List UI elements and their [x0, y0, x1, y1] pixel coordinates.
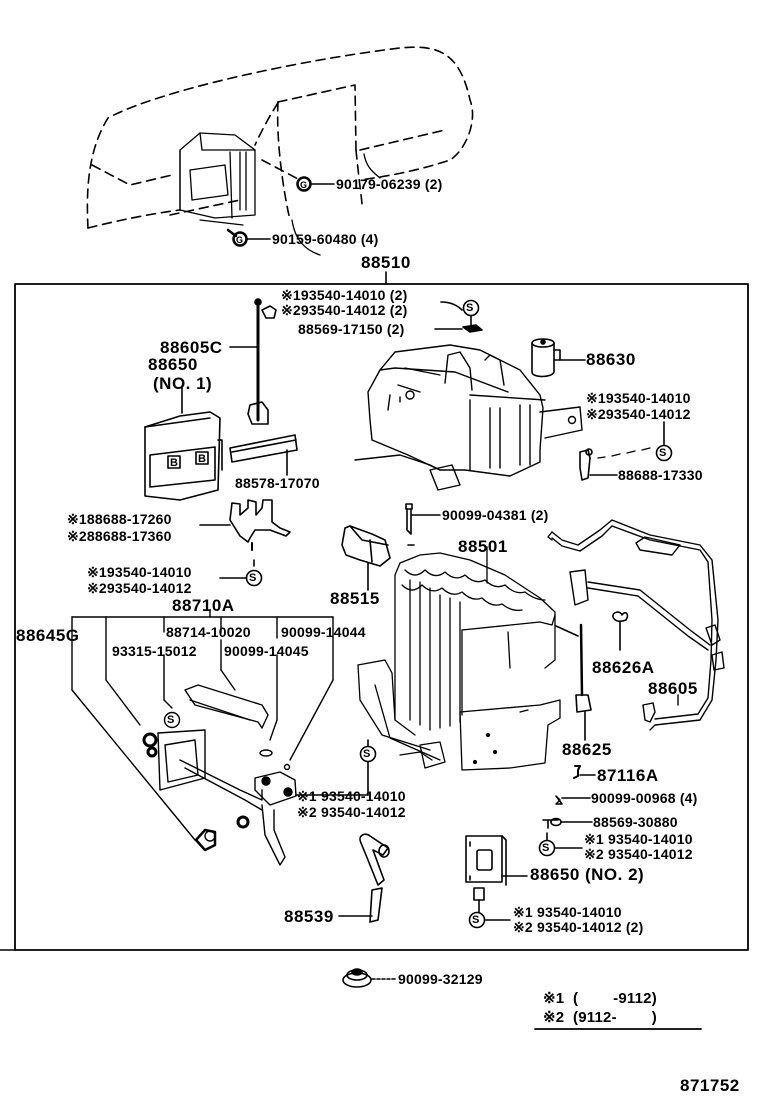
bolt-90099-04381-art [405, 503, 441, 546]
label-clip-center-1[interactable]: ※1 93540-14010 [297, 788, 406, 804]
label-clip-bottom-2[interactable]: ※2 93540-14012 (2) [513, 919, 644, 935]
label-clip-left-1[interactable]: ※193540-14010 [87, 564, 192, 580]
s-mark-icon: S [659, 447, 667, 459]
label-harness-88605c[interactable]: 88605C [160, 338, 223, 357]
label-clip-88569-30880[interactable]: 88569-30880 [593, 814, 678, 830]
bracket-88688-left-art [199, 499, 291, 587]
label-clip-center-2[interactable]: ※2 93540-14012 [297, 804, 406, 820]
label-clip-top-2[interactable]: ※293540-14012 (2) [281, 302, 408, 318]
label-grommet-90099-32129[interactable]: 90099-32129 [398, 971, 483, 987]
legend-row-1: ※1 ( -9112) [543, 990, 657, 1007]
label-harness-88605[interactable]: 88605 [648, 679, 698, 698]
s-mark-icon: S [466, 302, 474, 314]
svg-text:B: B [198, 453, 206, 465]
s-mark-icon: S [472, 914, 480, 926]
svg-text:G: G [300, 180, 307, 190]
expansion-valve-pipe-art [71, 669, 334, 866]
label-clip-lower-right-1[interactable]: ※1 93540-14010 [584, 831, 693, 847]
evaporator-88501-art [357, 546, 561, 771]
label-kit-item-90099-14044[interactable]: 90099-14044 [281, 624, 366, 640]
label-thermistor-88515[interactable]: 88515 [330, 589, 380, 608]
nut-90099-00968-art [555, 795, 591, 805]
nut-90179-symbol: G [296, 176, 335, 192]
label-drain-hose-88539[interactable]: 88539 [284, 907, 334, 926]
label-kit-88710a[interactable]: 88710A [172, 596, 235, 615]
s-mark-icon: S [167, 714, 175, 726]
label-bracket-left-2[interactable]: ※288688-17360 [67, 528, 172, 544]
label-kit-item-93315-15012[interactable]: 93315-15012 [112, 643, 197, 659]
dashboard-outline [86, 46, 474, 229]
clip-88569-30880-art [542, 817, 593, 829]
svg-text:B: B [170, 457, 178, 469]
label-nut-90179[interactable]: 90179-06239 (2) [336, 176, 443, 192]
label-clip-left-2[interactable]: ※293540-14012 [87, 580, 192, 596]
label-clip-right-2[interactable]: ※293540-14012 [586, 406, 691, 422]
label-assembly-88510[interactable]: 88510 [361, 253, 411, 272]
grommet-90099-32129-art [342, 968, 397, 988]
label-clip-88569-17150[interactable]: 88569-17150 (2) [298, 321, 405, 337]
s-mark-icon: S [363, 748, 371, 760]
drain-hose-88539-art [338, 833, 390, 923]
label-amplifier-88650[interactable]: 88650 [148, 355, 198, 374]
label-screw-90159[interactable]: 90159-60480 (4) [272, 231, 379, 247]
label-kit-item-90099-14045[interactable]: 90099-14045 [224, 643, 309, 659]
clamp-88626a-art [612, 611, 629, 651]
clip-symbol-center [295, 739, 377, 796]
harness-88605c-art [229, 298, 277, 425]
seal-strip-art [229, 434, 298, 476]
assembly-frame [14, 283, 749, 951]
label-seal-88578-17070[interactable]: 88578-17070 [235, 475, 320, 491]
harness-88605-art [547, 519, 725, 731]
label-clip-87116a[interactable]: 87116A [597, 766, 659, 785]
amplifier-no2-art [465, 835, 528, 929]
label-amplifier-no2[interactable]: 88650 (NO. 2) [530, 865, 645, 884]
clip-symbol-top [434, 299, 483, 333]
connector-88625-art [555, 623, 592, 741]
label-clamp-88626a[interactable]: 88626A [592, 658, 655, 677]
label-clip-top-1[interactable]: ※193540-14010 (2) [281, 287, 408, 303]
legend-row-2: ※2 (9112- ) [543, 1009, 657, 1026]
label-clip-right-1[interactable]: ※193540-14010 [586, 390, 691, 406]
s-mark-icon: S [249, 572, 257, 584]
illustration-number: 871752 [680, 1076, 740, 1095]
clip-symbol-lower-right [538, 832, 583, 857]
label-pipe-88645g[interactable]: 88645G [16, 626, 80, 645]
kit-88710a-leaders [71, 609, 334, 721]
cooler-case-art [354, 344, 583, 491]
label-bracket-88688-17330[interactable]: 88688-17330 [618, 467, 703, 483]
amplifier-no1-art: B B [144, 387, 223, 501]
thermistor-88515-art [341, 525, 391, 591]
label-evaporator-88501[interactable]: 88501 [458, 537, 508, 556]
s-mark-icon: S [542, 842, 550, 854]
label-bracket-left-1[interactable]: ※188688-17260 [67, 511, 172, 527]
label-bolt-90099-04381[interactable]: 90099-04381 (2) [442, 507, 549, 523]
label-clip-lower-right-2[interactable]: ※2 93540-14012 [584, 846, 693, 862]
label-switch-88630[interactable]: 88630 [586, 350, 636, 369]
label-clip-bottom-1[interactable]: ※1 93540-14010 [513, 904, 622, 920]
clip-87116a-art [573, 765, 596, 779]
label-nut-90099-00968[interactable]: 90099-00968 (4) [591, 790, 698, 806]
label-amplifier-no1[interactable]: (NO. 1) [153, 374, 213, 393]
label-connector-88625[interactable]: 88625 [562, 740, 612, 759]
screw-90159-symbol: G [226, 228, 271, 247]
bracket-88688-17330-art [579, 421, 673, 481]
svg-text:G: G [236, 235, 243, 245]
switch-88630-art [531, 338, 586, 378]
small-unit-sketch [179, 132, 381, 256]
label-kit-item-88714-10020[interactable]: 88714-10020 [166, 624, 251, 640]
